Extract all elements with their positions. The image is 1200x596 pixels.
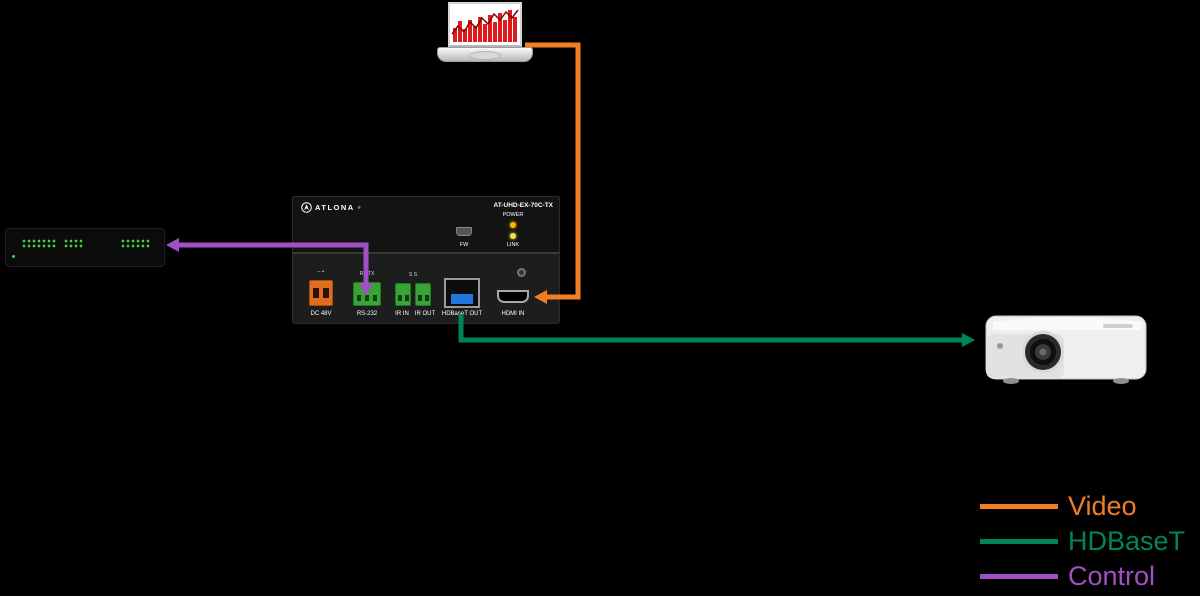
legend-label-control: Control	[1068, 561, 1156, 591]
legend-item-video: Video	[980, 489, 1200, 524]
rs232-pin-markings: RX TX	[359, 271, 375, 277]
hdmi-in-port-label: HDMI IN	[501, 311, 525, 317]
transmitter-top-panel: ATLONA ® AT-UHD-EX-70C-TX POWER FW LINK	[292, 196, 560, 252]
legend-line-video	[980, 504, 1058, 509]
mini-usb-port	[456, 227, 472, 236]
fw-label: FW	[459, 242, 469, 248]
transmitter-front-panel: – + DC 48V RX TX RS-232 S S	[292, 252, 560, 324]
hdbaset-out-port	[444, 278, 480, 308]
legend-line-hdbaset	[980, 539, 1058, 544]
projector	[983, 308, 1151, 388]
laptop	[437, 0, 533, 70]
laptop-touchpad	[469, 51, 501, 60]
control-processor	[5, 228, 165, 267]
brand-name: ATLONA	[315, 203, 355, 212]
dc-hole	[323, 288, 329, 298]
legend-item-hdbaset: HDBaseT	[980, 524, 1200, 559]
ir-out-port-label: IR OUT	[414, 311, 436, 317]
ir-in-port-label: IR IN	[395, 311, 409, 317]
power-indicator-led	[12, 255, 15, 258]
link-label: LINK	[506, 242, 520, 248]
legend-label-video: Video	[1068, 491, 1137, 521]
atlona-logo-icon	[301, 202, 312, 213]
rj45-blue-insert	[451, 294, 473, 304]
dc-power-port	[309, 280, 333, 306]
laptop-chart-trendline	[451, 9, 519, 35]
dc-hole	[313, 288, 319, 298]
laptop-screen	[448, 2, 522, 47]
laptop-base	[437, 47, 533, 62]
model-label: AT-UHD-EX-70C-TX	[493, 202, 553, 209]
power-label: POWER	[502, 212, 524, 218]
rs232-port	[353, 282, 381, 306]
legend-label-hdbaset: HDBaseT	[1068, 526, 1186, 556]
transmitter-device: ATLONA ® AT-UHD-EX-70C-TX POWER FW LINK …	[292, 196, 560, 324]
hdbaset-out-port-label: HDBaseT OUT	[441, 311, 483, 317]
led-indicators-right	[121, 239, 151, 249]
rs232-port-label: RS-232	[356, 311, 378, 317]
legend-item-control: Control	[980, 559, 1200, 594]
dc-port-label: DC 48V	[310, 311, 332, 317]
legend: Video HDBaseT Control	[980, 489, 1200, 594]
ir-pin-markings: S S	[408, 272, 418, 278]
hdbaset-arrowhead	[962, 333, 975, 347]
brand-registered-mark: ®	[357, 205, 361, 210]
atlona-logo: ATLONA ®	[301, 202, 361, 213]
legend-line-control	[980, 574, 1058, 579]
ir-out-port	[415, 283, 431, 306]
led-indicators-left	[22, 239, 57, 249]
control-arrowhead-left	[166, 238, 179, 252]
led-indicators-middle	[64, 239, 84, 249]
link-led	[510, 233, 516, 239]
dc-pin-markings: – +	[317, 269, 325, 275]
screw	[517, 268, 526, 277]
laptop-chart	[453, 8, 517, 42]
hdmi-in-port	[497, 290, 529, 303]
ir-in-port	[395, 283, 411, 306]
power-led	[510, 222, 516, 228]
